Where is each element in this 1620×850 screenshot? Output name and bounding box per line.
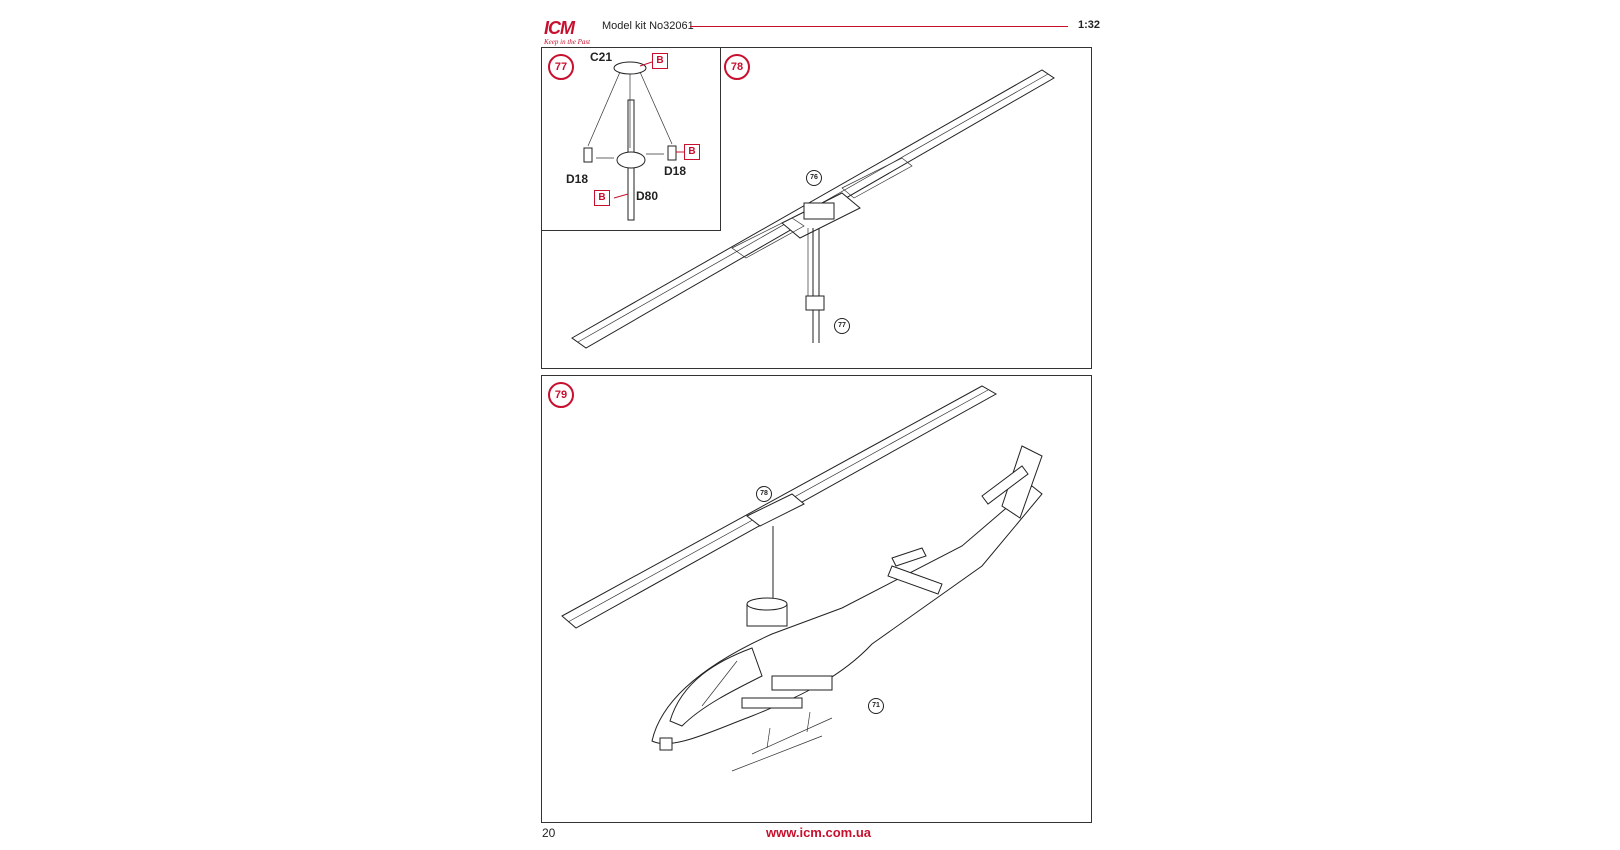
step-79-badge: 79 <box>548 382 574 408</box>
icm-logo: ICM Keep in the Past <box>540 18 598 48</box>
ref-76-badge: 76 <box>806 170 822 186</box>
swashplate-drawing <box>583 61 684 221</box>
b-marker-c21: B <box>652 53 668 69</box>
step-77-badge: 77 <box>548 54 574 80</box>
step-78-badge: 78 <box>724 54 750 80</box>
website-link[interactable]: www.icm.com.ua <box>766 825 871 840</box>
step-77-panel: 77 C21 B D18 D18 B B D80 <box>541 47 721 231</box>
scale-label: 1:32 <box>1077 19 1100 31</box>
logo-tagline: Keep in the Past <box>544 38 591 46</box>
page-header: ICM Keep in the Past Model kit No32061 1… <box>540 14 1100 48</box>
ref-71-badge: 71 <box>868 698 884 714</box>
header-divider <box>690 26 1068 27</box>
part-d18-left-label: D18 <box>566 172 589 186</box>
part-c21-label: C21 <box>590 50 613 64</box>
part-d80-label: D80 <box>636 189 659 203</box>
ref-77-badge: 77 <box>834 318 850 334</box>
step-79-panel: 79 78 71 <box>541 375 1092 823</box>
helicopter-drawing <box>561 385 1043 772</box>
kit-number-label: Model kit No32061 <box>602 20 694 32</box>
b-marker-d18: B <box>684 144 700 160</box>
b-marker-d80: B <box>594 190 610 206</box>
logo-text: ICM <box>544 18 575 38</box>
page-number: 20 <box>542 826 556 840</box>
part-d18-right-label: D18 <box>664 164 687 178</box>
ref-78-badge: 78 <box>756 486 772 502</box>
rotor-assembly-drawing <box>571 69 1055 349</box>
